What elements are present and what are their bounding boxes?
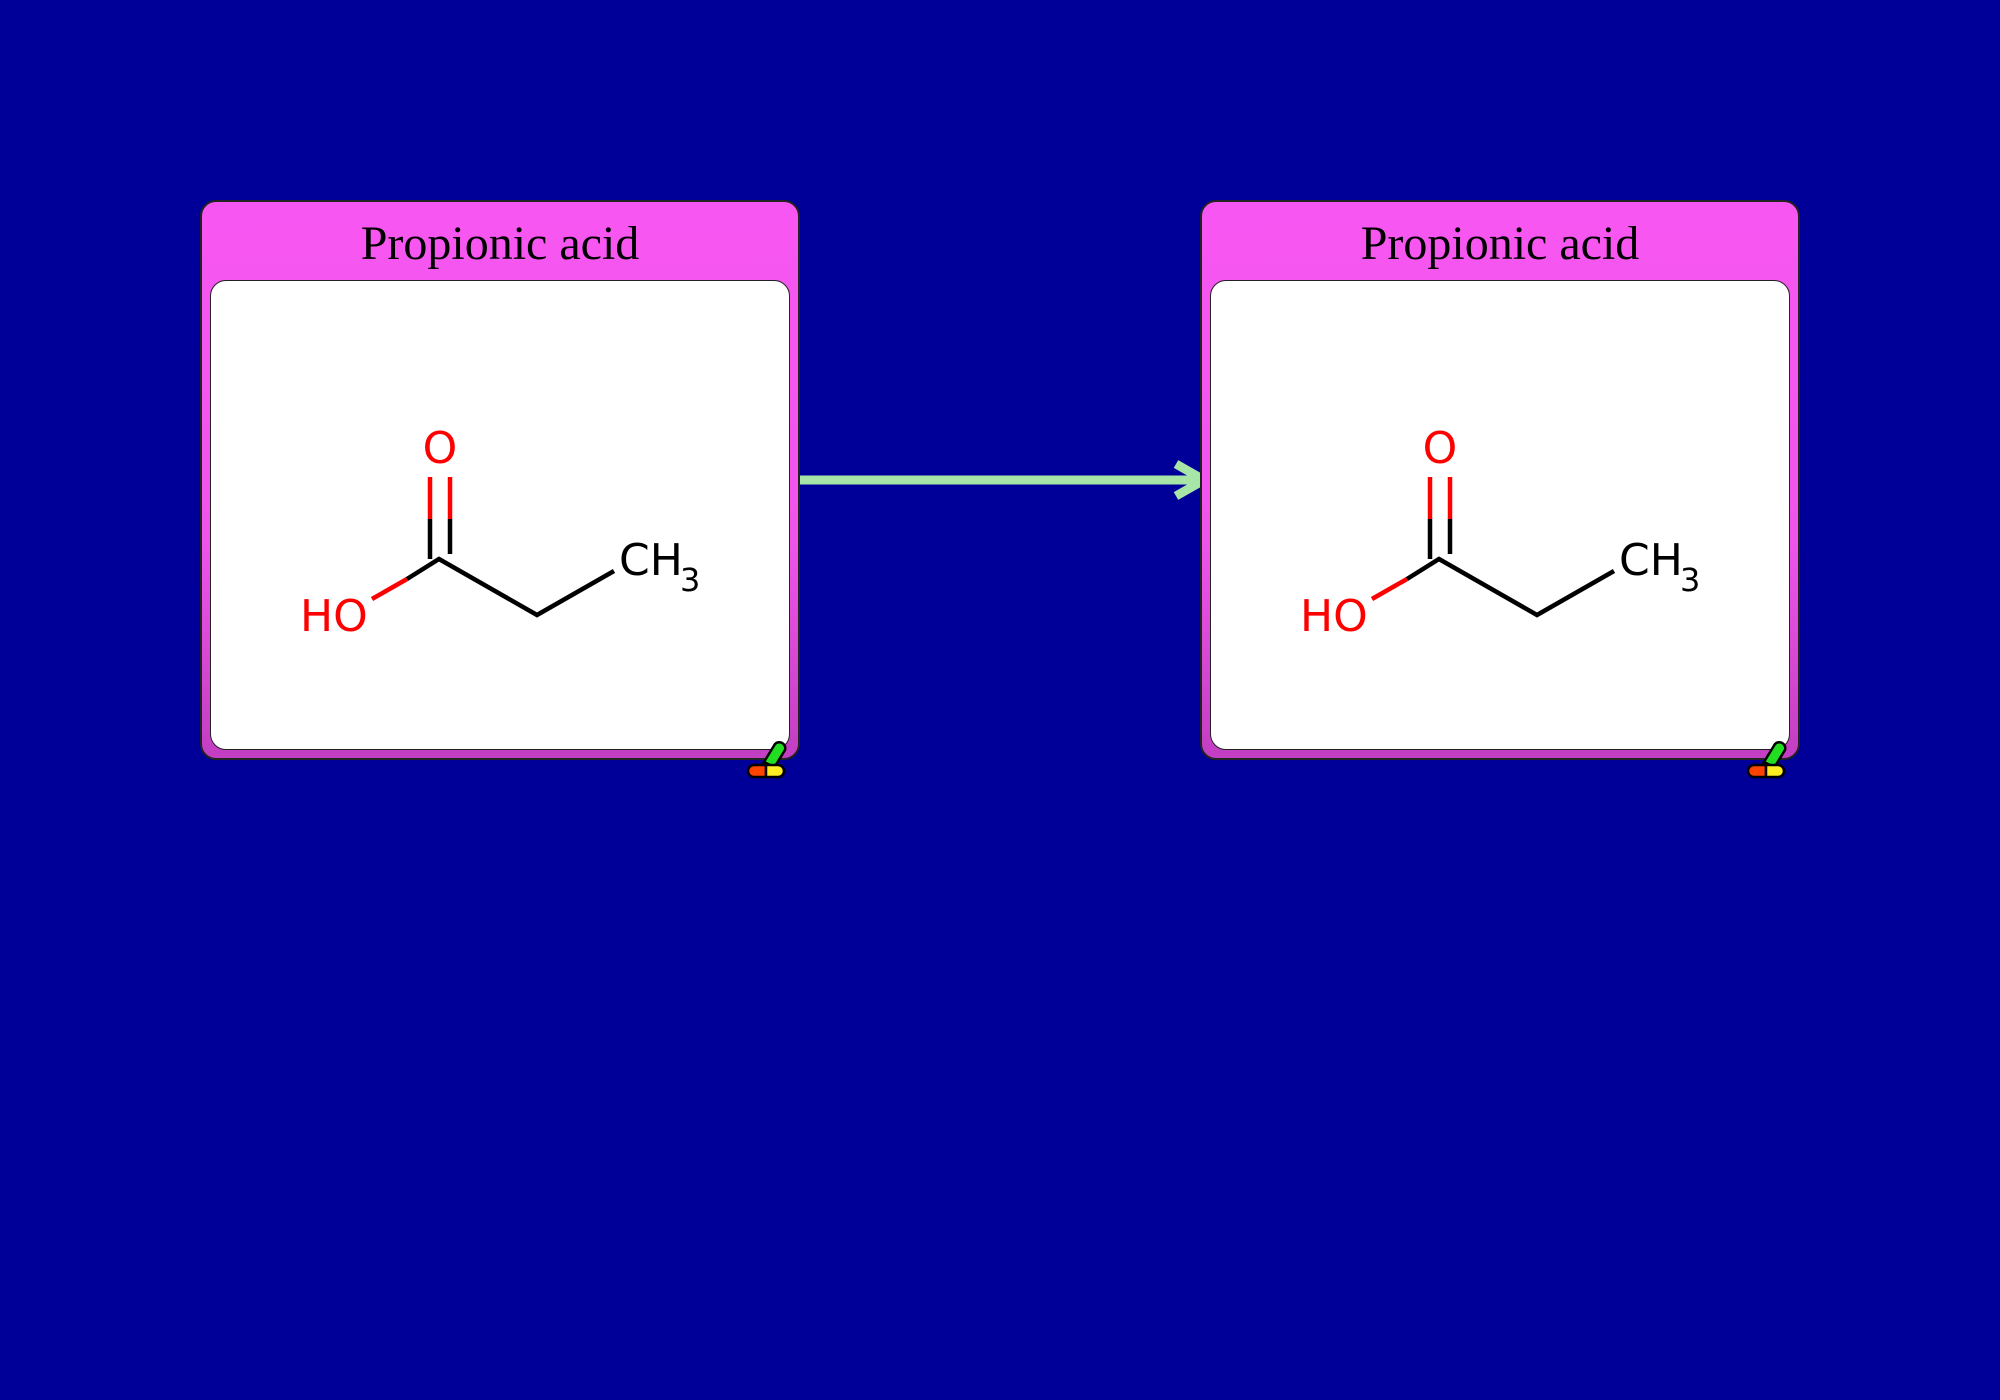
hydroxyl-label: HO <box>1300 591 1368 642</box>
molecule-node[interactable]: Propionic acid O HO CH 3 <box>1200 200 1800 779</box>
methyl-label: CH <box>619 535 683 586</box>
molecule-structure: O HO CH 3 <box>300 423 700 642</box>
methyl-label: CH <box>1619 535 1683 586</box>
oxygen-label: O <box>1423 423 1458 474</box>
pill-icon[interactable] <box>742 732 790 780</box>
structure-panel <box>1210 280 1790 750</box>
hydroxyl-label: HO <box>300 591 368 642</box>
methyl-subscript: 3 <box>680 561 700 599</box>
pill-icon[interactable] <box>1742 732 1790 780</box>
node-title: Propionic acid <box>360 217 640 270</box>
oxygen-label: O <box>423 423 458 474</box>
node-title: Propionic acid <box>1360 217 1640 270</box>
molecule-node[interactable]: Propionic acid O HO CH 3 <box>200 200 800 779</box>
structure-panel <box>210 280 790 750</box>
molecule-structure: O HO CH 3 <box>1300 423 1700 642</box>
methyl-subscript: 3 <box>1680 561 1700 599</box>
